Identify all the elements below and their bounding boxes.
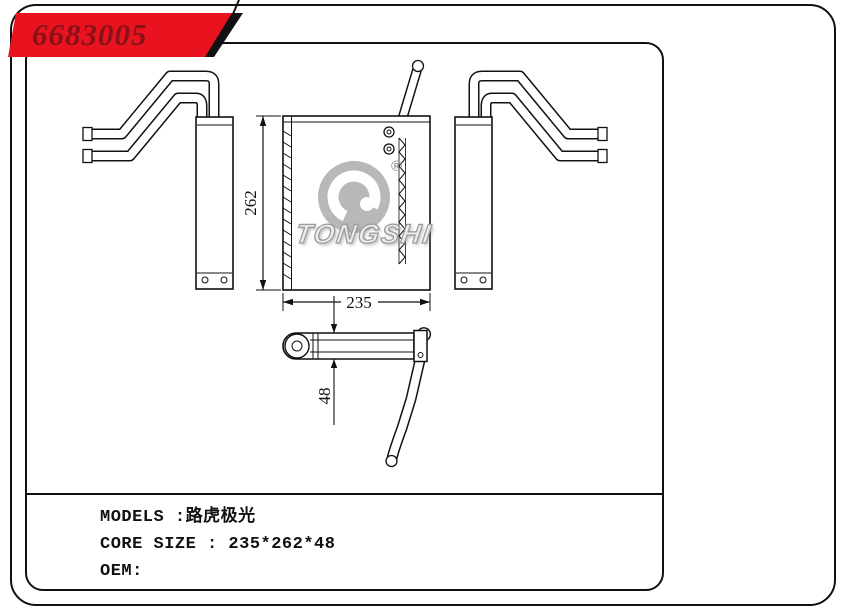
divider-line — [27, 493, 662, 495]
specs-block: MODELS :路虎极光 CORE SIZE : 235*262*48 OEM: — [100, 504, 335, 585]
drawing-panel: MODELS :路虎极光 CORE SIZE : 235*262*48 OEM: — [25, 42, 664, 591]
oem-line: OEM: — [100, 562, 143, 581]
part-number-banner: 6683005 — [8, 13, 248, 57]
part-number: 6683005 — [32, 17, 148, 52]
outer-border — [10, 4, 836, 606]
banner-face: 6683005 — [8, 13, 232, 57]
models-line: MODELS :路虎极光 — [100, 508, 256, 527]
core-size-line: CORE SIZE : 235*262*48 — [100, 535, 336, 554]
